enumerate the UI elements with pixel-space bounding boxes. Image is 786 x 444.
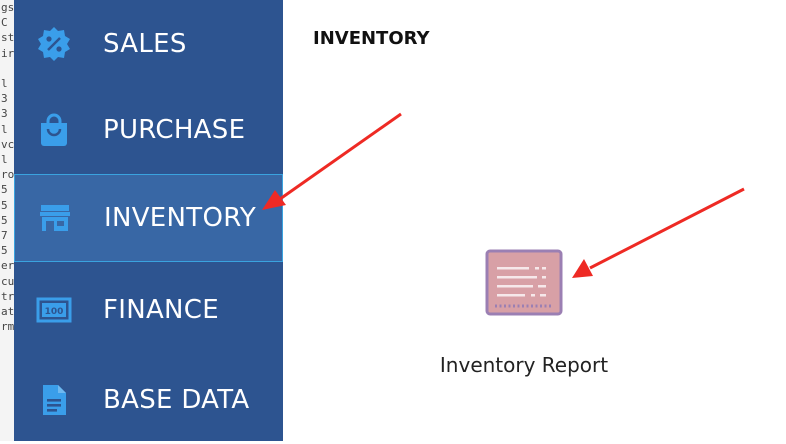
background-text-line: 3 (1, 107, 8, 121)
banknote-icon: 100 (36, 292, 72, 328)
background-text-line: 7 (1, 229, 8, 243)
sidebar-item-label: SALES (103, 29, 187, 59)
page-title: INVENTORY (313, 28, 430, 49)
svg-text:100: 100 (45, 307, 64, 317)
sidebar-item-label: BASE DATA (103, 385, 250, 415)
sidebar-item-purchase[interactable]: PURCHASE (14, 86, 283, 174)
background-text-line: 3 (1, 92, 8, 106)
sidebar-item-finance[interactable]: 100 FINANCE (14, 266, 283, 354)
background-text-line: vc (1, 137, 15, 151)
background-text-line: 5 (1, 244, 8, 258)
sidebar-item-label: PURCHASE (103, 115, 246, 145)
background-text-line (0, 61, 14, 76)
background-text-line: l (1, 153, 8, 167)
background-text-line: gs (1, 1, 15, 14)
sales-badge-icon (36, 26, 72, 62)
background-text-line: ir (1, 46, 15, 60)
background-text-line: tr (1, 289, 15, 303)
report-icon (485, 249, 563, 317)
background-text-line: 5 (1, 183, 8, 197)
background-text-line: 5 (1, 198, 8, 212)
sidebar-item-inventory[interactable]: INVENTORY (14, 174, 283, 262)
tile-label: Inventory Report (439, 353, 609, 377)
main-content: INVENTORY Inventory Report (283, 0, 786, 441)
sidebar-item-label: INVENTORY (104, 203, 257, 233)
background-text-line: at (1, 305, 15, 319)
document-icon (36, 382, 72, 418)
background-text-line: ro (1, 168, 15, 182)
background-text-line: l (1, 77, 8, 91)
shopping-bag-icon (36, 112, 72, 148)
sidebar-item-base-data[interactable]: BASE DATA (14, 356, 283, 444)
store-icon (37, 200, 73, 236)
background-text-line: C (1, 16, 8, 30)
sidebar-item-sales[interactable]: SALES (14, 0, 283, 88)
inventory-report-tile[interactable]: Inventory Report (433, 243, 633, 393)
background-text-line: l (1, 122, 8, 136)
background-text-line: rm (1, 320, 15, 334)
background-text-line: cu (1, 274, 15, 288)
sidebar-item-label: FINANCE (103, 295, 219, 325)
background-text-line: st (1, 31, 15, 45)
sidebar: SALES PURCHASE INVENTORY (14, 0, 283, 441)
background-text-line: er (1, 259, 15, 273)
background-text-line: 5 (1, 213, 8, 227)
